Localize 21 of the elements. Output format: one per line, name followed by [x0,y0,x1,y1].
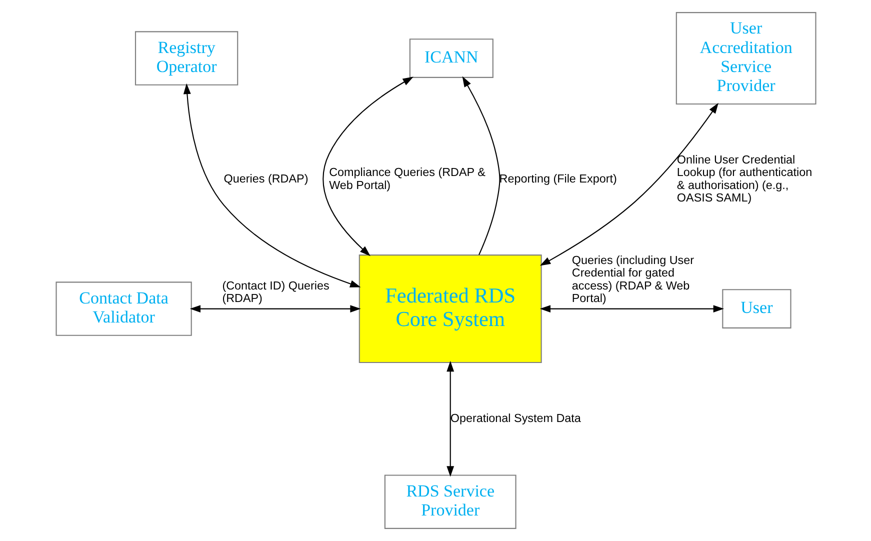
edge-label: Operational System Data [450,412,580,425]
node-box: Contact Data Validator [55,282,192,336]
arrow [462,76,500,256]
arrow [446,360,454,477]
node-box: ICANN [408,38,493,78]
edge-label: Queries (RDAP) [223,172,308,186]
edge-label: Online User Credential Lookup (for authentication & authorisation) (e.g., OASIS SAML) [676,153,812,205]
edge-label: Reporting (File Export) [498,172,616,186]
node-box: Registry Operator [134,31,238,86]
node-box: Federated RDS Core System [358,254,542,364]
arrow [189,305,360,313]
node-box: User [722,289,791,328]
edge-label: Queries (including User Credential for gated access) (RDAP & Web Portal) [571,254,694,306]
arrow [539,102,718,266]
node-box: RDS Service Provider [384,474,516,529]
edge-label: Compliance Queries (RDAP & Web Portal) [328,166,485,192]
edge-label: (Contact ID) Queries (RDAP) [222,279,329,306]
arrow [539,305,724,313]
node-box: User Accreditation Service Provider [675,12,816,105]
arrow [322,76,413,256]
arrow [182,83,360,288]
